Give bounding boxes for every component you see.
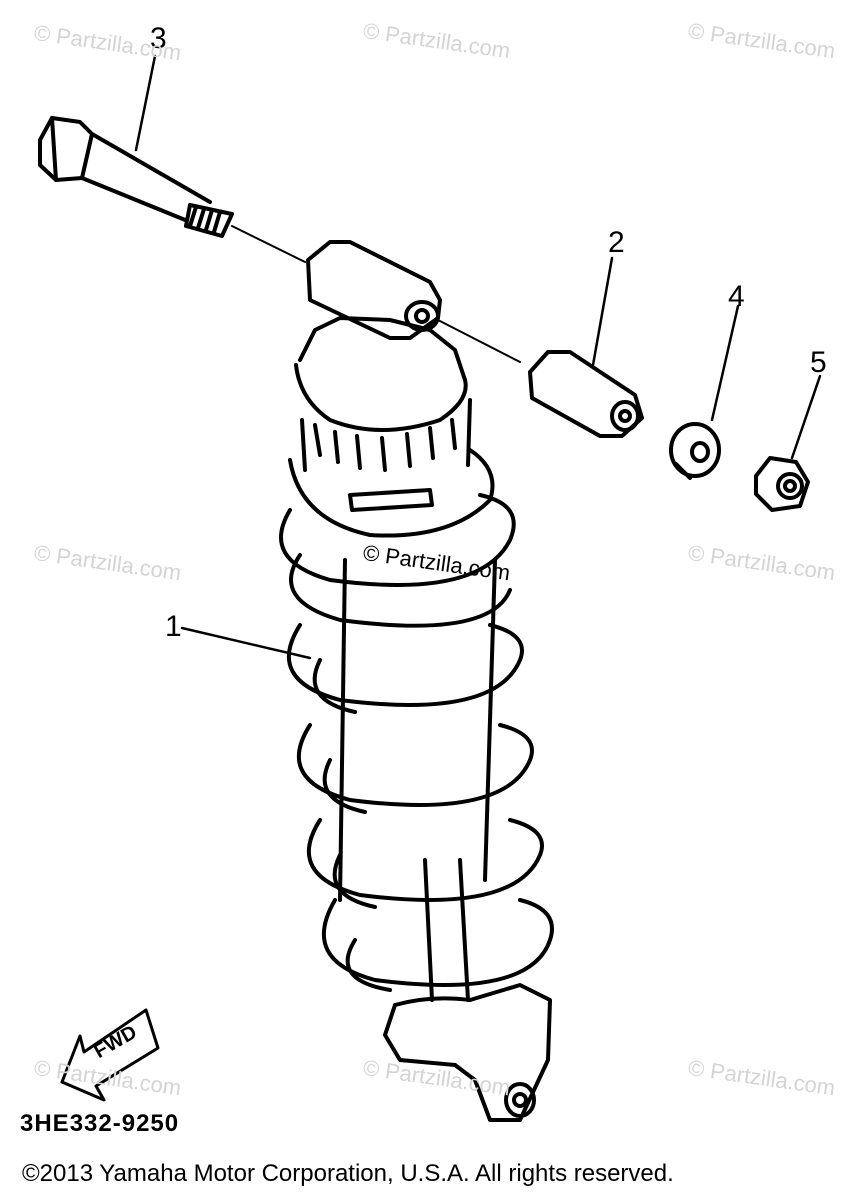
coil-spring	[279, 493, 554, 992]
callout-5: 5	[810, 346, 827, 379]
bottom-clevis	[383, 983, 552, 1122]
callout-4: 4	[728, 280, 745, 313]
callout-3: 3	[150, 22, 167, 55]
leader-1	[180, 626, 312, 660]
nut-part-5	[754, 456, 810, 512]
damper-body	[338, 558, 497, 1002]
fwd-arrow	[60, 1008, 160, 1102]
part-code: 3HE332-9250	[20, 1110, 180, 1137]
leader-5	[790, 374, 822, 460]
leader-3	[134, 54, 157, 152]
shock-top-mount	[288, 316, 495, 538]
washer-part-4	[669, 422, 721, 480]
leader-4	[710, 304, 740, 422]
callout-1: 1	[165, 610, 182, 643]
callout-2: 2	[608, 226, 625, 259]
copyright-notice: ©2013 Yamaha Motor Corporation, U.S.A. A…	[22, 1160, 674, 1187]
leader-2	[591, 256, 614, 367]
bolt-part-3	[38, 116, 306, 263]
collar-upper	[306, 240, 521, 363]
spacer-part-2	[528, 350, 644, 438]
